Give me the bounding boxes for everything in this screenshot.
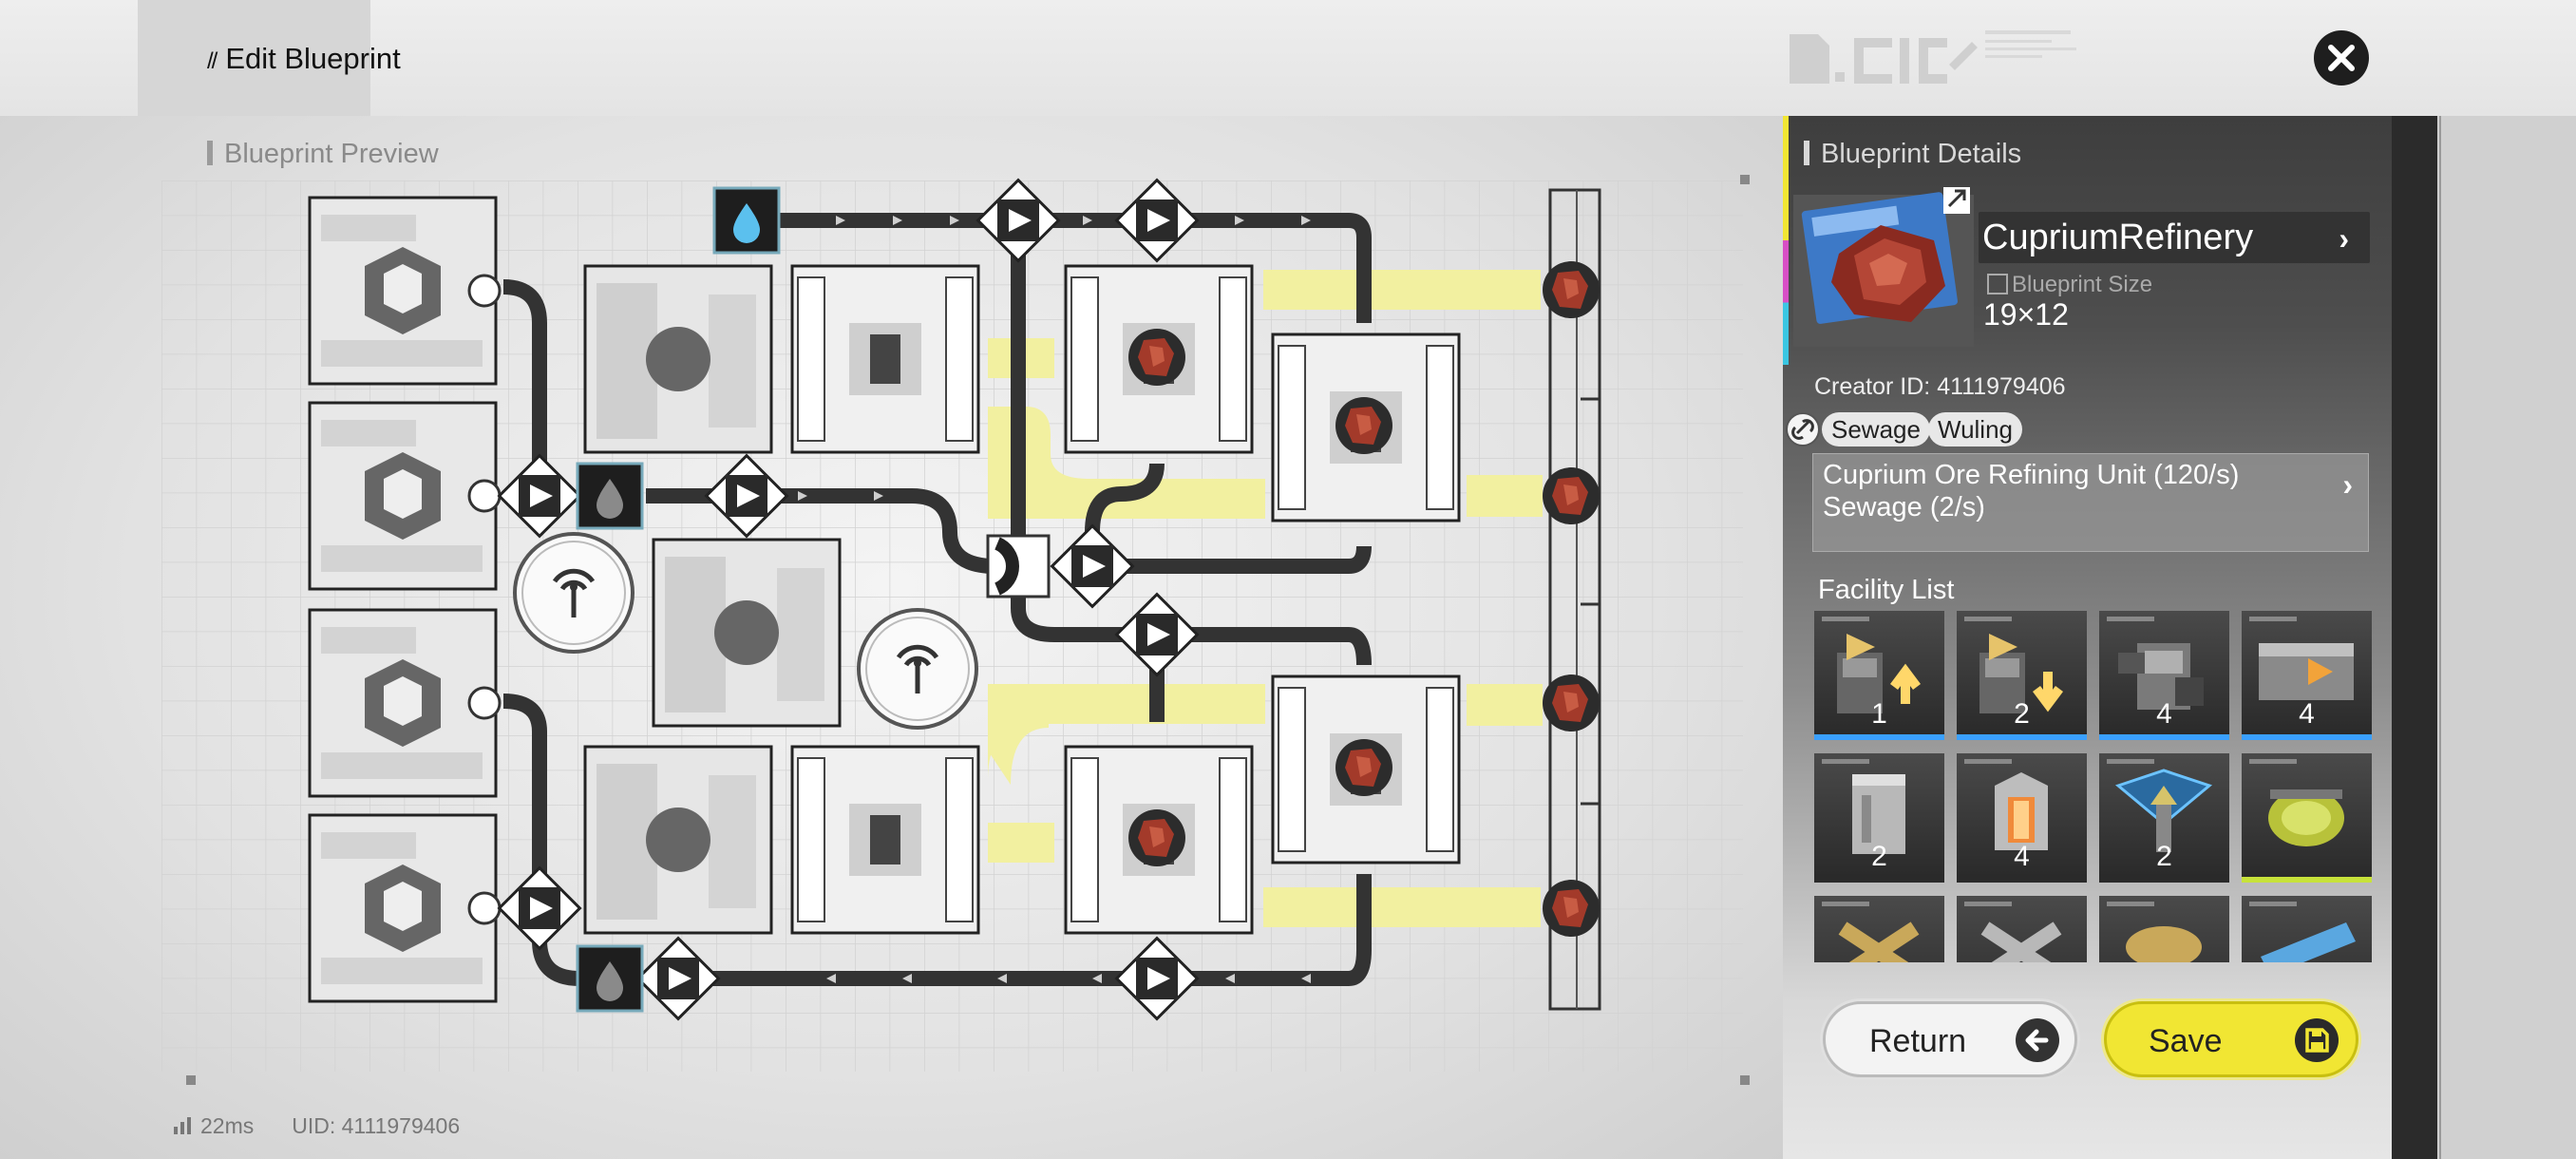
facility-card[interactable] [1957,896,2087,962]
close-icon [2328,45,2355,71]
save-button[interactable]: Save [2104,1001,2358,1077]
title-slash: // [207,48,218,74]
splitter-machine-icon [2259,643,2354,700]
output-item: Sewage (2/s) [1823,492,1985,522]
facility-card[interactable] [2242,753,2372,883]
details-label: Blueprint Details [1804,139,2021,170]
ore-output-port[interactable] [1543,261,1600,318]
blueprint-name: CupriumRefinery [1982,218,2254,257]
crossbelt-icon [1838,922,1920,962]
refiner-machine-icon [2118,643,2204,710]
user-uid: UID: 4111979406 [292,1113,461,1138]
ore-refiner[interactable] [1064,745,1254,935]
storage-unit[interactable] [790,264,980,454]
sewage-pump[interactable] [576,462,644,530]
refining-machine[interactable] [583,745,773,935]
water-pump[interactable] [712,186,781,255]
corner-marker [1740,175,1750,184]
facility-count: 1 [1871,698,1887,730]
output-item: Cuprium Ore Refining Unit (120/s) [1823,460,2240,490]
pylon-icon [2114,769,2213,852]
ore-refiner[interactable] [1271,332,1461,522]
refining-machine[interactable] [652,538,842,728]
panel-side-strip [2392,116,2437,1159]
blueprint-preview[interactable] [0,0,1786,1159]
output-rail [1548,188,1601,1011]
loader-up-icon [1837,634,1921,713]
facility-card[interactable]: 4 [1957,753,2087,883]
facility-grid[interactable]: 1 2 4 4 2 [1814,611,2372,962]
furnace-icon [1995,772,2048,850]
facility-card[interactable] [2242,896,2372,962]
ping-value: 22ms [200,1113,255,1138]
panel-accent [1783,116,1789,365]
facility-count: 4 [2299,698,2315,730]
crossbelt-alt-icon [1980,922,2062,962]
facility-card[interactable] [2099,896,2229,962]
blueprint-thumbnail[interactable] [1793,187,1974,349]
save-label: Save [2149,1023,2223,1059]
return-button[interactable]: Return [1823,1001,2077,1077]
pump-icon [2268,789,2344,846]
return-label: Return [1869,1023,1967,1059]
power-pylon[interactable] [515,534,633,652]
output-summary[interactable]: Cuprium Ore Refining Unit (120/s) Sewage… [1812,453,2369,552]
size-label: Blueprint Size [1987,272,2152,298]
corner-marker [186,1075,196,1085]
facility-count: 2 [2014,698,2030,730]
tag-wuling[interactable]: Wuling [1928,412,2023,446]
blueprint-name-row[interactable]: CupriumRefinery › [1979,212,2370,263]
conveyor-belts [502,213,1372,986]
arrow-left-icon [2016,1018,2059,1062]
facility-card[interactable]: 4 [2099,611,2229,740]
storage-tower-icon [1852,774,1905,854]
size-icon [1987,274,2008,294]
refining-machine[interactable] [583,264,773,454]
facility-card[interactable] [1814,896,1944,962]
yellow-belts [988,270,1543,927]
page-title: // Edit Blueprint [207,42,401,76]
chevron-right-icon: › [2339,221,2349,256]
ore-output-port[interactable] [1543,674,1600,732]
belt-merger[interactable] [986,534,1051,598]
facility-count: 4 [2014,841,2030,872]
loader-down-icon [1979,634,2063,713]
facility-count: 2 [1871,841,1887,872]
sewage-pump[interactable] [576,944,644,1013]
preview-label: Blueprint Preview [207,139,439,170]
facility-list-label: Facility List [1818,575,1955,605]
size-label-text: Blueprint Size [2012,272,2153,297]
ore-refiner[interactable] [1064,264,1254,454]
corner-marker [1740,1075,1750,1085]
game-logo-icon [1790,30,2076,84]
ore-refiner[interactable] [1271,674,1461,864]
tag-sewage[interactable]: Sewage [1822,412,1930,446]
chevron-right-icon: › [2342,467,2353,502]
link-icon[interactable] [1786,412,1820,446]
facility-card[interactable]: 2 [2099,753,2229,883]
facility-card[interactable]: 2 [1957,611,2087,740]
facility-count: 2 [2156,841,2172,872]
belt-arrows [798,216,1311,983]
save-icon [2295,1018,2339,1062]
storage-unit[interactable] [790,745,980,935]
header-decoration [138,0,370,116]
signal-icon [174,1117,191,1134]
power-pylon[interactable] [859,610,976,728]
ore-output-port[interactable] [1543,467,1600,524]
ore-output-port[interactable] [1543,880,1600,937]
footer-stats: 22ms UID: 4111979406 [174,1113,460,1139]
facility-card[interactable]: 4 [2242,611,2372,740]
facility-card[interactable]: 1 [1814,611,1944,740]
hand-unit-icon [2126,926,2202,962]
facility-card[interactable]: 2 [1814,753,1944,883]
right-edge-decoration [2437,116,2576,1159]
creator-id: Creator ID: 4111979406 [1814,373,2066,400]
top-bar: // Edit Blueprint [0,0,2576,116]
facility-count: 4 [2156,698,2172,730]
title-text: Edit Blueprint [225,42,401,75]
close-button[interactable] [2314,30,2369,86]
pipe-icon [2261,922,2356,962]
size-value: 19×12 [1983,297,2069,332]
